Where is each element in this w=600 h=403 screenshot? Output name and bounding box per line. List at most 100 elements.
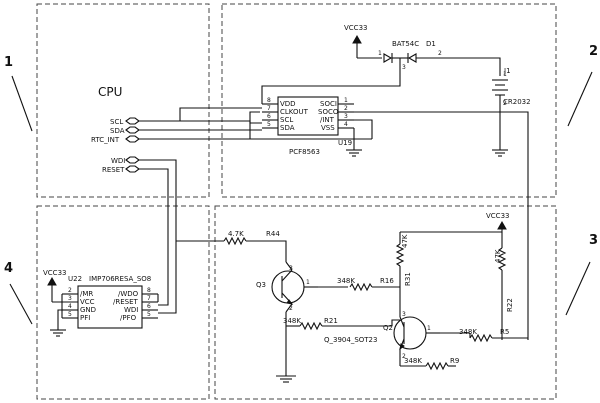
svg-text:RTC_INT: RTC_INT bbox=[91, 136, 120, 144]
q2-part: Q_3904_SOT23 bbox=[324, 336, 377, 344]
svg-text:PFI: PFI bbox=[80, 314, 90, 322]
r16-ref: R16 bbox=[380, 277, 394, 285]
cpu-port-scl: SCL bbox=[110, 117, 140, 126]
wire-r21-to-q2 bbox=[391, 319, 400, 326]
rtc-chip-body bbox=[277, 96, 339, 136]
svg-text:/RESET: /RESET bbox=[113, 298, 139, 306]
svg-text:2: 2 bbox=[438, 50, 442, 57]
rtc-ref: U19 bbox=[338, 139, 352, 147]
section-frame-driver bbox=[214, 205, 557, 400]
rtc-pin-left-clkout: 7 CLKOUT bbox=[262, 105, 309, 116]
r16-value: 348K bbox=[337, 277, 355, 285]
q3-ref: Q3 bbox=[256, 281, 266, 289]
section-number-2: 2 bbox=[589, 44, 598, 59]
svg-text:8: 8 bbox=[147, 287, 151, 294]
svg-text:VCC33: VCC33 bbox=[43, 269, 66, 277]
svg-text:2: 2 bbox=[344, 105, 348, 112]
svg-text:1: 1 bbox=[427, 325, 431, 332]
resistor-r22 bbox=[497, 247, 507, 271]
wire-vcc33-rail bbox=[400, 229, 503, 233]
resistor-r44 bbox=[223, 236, 247, 246]
r21-ref: R21 bbox=[324, 317, 338, 325]
ground-symbol-rtc bbox=[346, 149, 362, 157]
r5-value: 348K bbox=[459, 328, 477, 336]
rtc-pin-left-scl: 6 SCL bbox=[262, 113, 293, 124]
callout-line-1 bbox=[11, 75, 33, 132]
r9-ref: R9 bbox=[450, 357, 459, 365]
svg-text:SCL: SCL bbox=[110, 118, 123, 126]
svg-text:SCL: SCL bbox=[280, 116, 293, 124]
r44-ref: R44 bbox=[266, 230, 280, 238]
svg-text:/PFO: /PFO bbox=[120, 314, 137, 322]
rtc-pin-left-vdd: 8 VDD bbox=[262, 97, 296, 108]
wire-r44-out bbox=[246, 240, 287, 262]
rtc-pin-right-soco: 2 SOCO bbox=[318, 105, 354, 116]
r5-ref: R5 bbox=[500, 328, 509, 336]
wire-scl-ext bbox=[139, 107, 262, 122]
svg-text:2: 2 bbox=[68, 287, 72, 294]
rtc-pin-left-sda: 5 SDA bbox=[262, 121, 295, 132]
watchdog-pin-pfi: 5 PFI bbox=[62, 311, 90, 322]
svg-text:4: 4 bbox=[344, 121, 348, 128]
svg-text:5: 5 bbox=[267, 121, 271, 128]
svg-text:1: 1 bbox=[378, 50, 382, 57]
watchdog-pin-mr: 2 /MR bbox=[62, 287, 93, 298]
svg-text:/INT: /INT bbox=[320, 116, 335, 124]
transistor-q3: 3 1 2 bbox=[271, 261, 318, 313]
diode-ref: D1 bbox=[426, 40, 436, 48]
svg-text:/MR: /MR bbox=[80, 290, 93, 298]
wire-watchdog-gnd bbox=[57, 309, 62, 330]
resistor-r9 bbox=[425, 361, 449, 371]
svg-text:6: 6 bbox=[267, 113, 271, 120]
cpu-port-sda: SDA bbox=[110, 126, 140, 135]
svg-text:3: 3 bbox=[68, 295, 72, 302]
svg-text:VCC: VCC bbox=[80, 298, 95, 306]
svg-text:2: 2 bbox=[289, 305, 293, 312]
cpu-title: CPU bbox=[98, 85, 122, 99]
wire-wdi bbox=[139, 159, 177, 314]
svg-text:VCC33: VCC33 bbox=[344, 24, 367, 32]
watchdog-pin-reset: 7 /RESET bbox=[113, 295, 158, 306]
wire-int-to-rtc-int bbox=[354, 119, 373, 139]
transistor-q2: 3 1 2 bbox=[393, 311, 440, 366]
ground-symbol-q3 bbox=[276, 375, 296, 383]
svg-text:1: 1 bbox=[306, 279, 310, 286]
resistor-r31 bbox=[395, 243, 405, 267]
wire-int-to-driver bbox=[354, 111, 529, 340]
svg-text:CLKOUT: CLKOUT bbox=[280, 108, 309, 116]
r31-ref: R31 bbox=[404, 272, 412, 286]
vcc33-arrow-right: VCC33 bbox=[486, 212, 509, 230]
svg-text:/WDO: /WDO bbox=[118, 290, 139, 298]
svg-text:RESET: RESET bbox=[102, 166, 125, 174]
r9-value: 348K bbox=[404, 357, 422, 365]
watchdog-pin-wdi: 6 WDI bbox=[124, 303, 158, 314]
rtc-part: PCF8563 bbox=[289, 148, 320, 156]
svg-text:SOCI: SOCI bbox=[320, 100, 337, 108]
r44-value: 4.7K bbox=[228, 230, 244, 238]
svg-text:5: 5 bbox=[147, 311, 151, 318]
wire-r5-out bbox=[469, 333, 528, 339]
svg-text:5: 5 bbox=[68, 311, 72, 318]
svg-text:GND: GND bbox=[80, 306, 96, 314]
svg-text:SOCO: SOCO bbox=[318, 108, 339, 116]
wire-clkout-unused bbox=[139, 111, 260, 140]
diode-part: BAT54C bbox=[392, 40, 419, 48]
ground-symbol-battery bbox=[492, 149, 508, 157]
svg-text:WDI: WDI bbox=[124, 306, 138, 314]
watchdog-part: IMP706RESA_SO8 bbox=[89, 275, 151, 283]
wire-battery-pos bbox=[440, 57, 501, 76]
watchdog-pin-vcc: 3 VCC bbox=[52, 295, 95, 306]
svg-text:2: 2 bbox=[402, 353, 406, 360]
battery-part: CR2032 bbox=[503, 98, 531, 106]
section-number-1: 1 bbox=[4, 55, 13, 70]
svg-text:WDI: WDI bbox=[111, 157, 125, 165]
wire-reset bbox=[139, 168, 169, 306]
section-number-4: 4 bbox=[4, 261, 13, 276]
svg-text:3: 3 bbox=[344, 113, 348, 120]
rtc-pin-right-int: 3 /INT bbox=[320, 113, 354, 124]
watchdog-pin-pfo: 5 /PFO bbox=[120, 311, 158, 322]
wire-rtc-vdd bbox=[261, 70, 401, 104]
callout-line-4 bbox=[9, 283, 33, 325]
watchdog-pin-wdo: 8 /WDO bbox=[118, 287, 158, 298]
